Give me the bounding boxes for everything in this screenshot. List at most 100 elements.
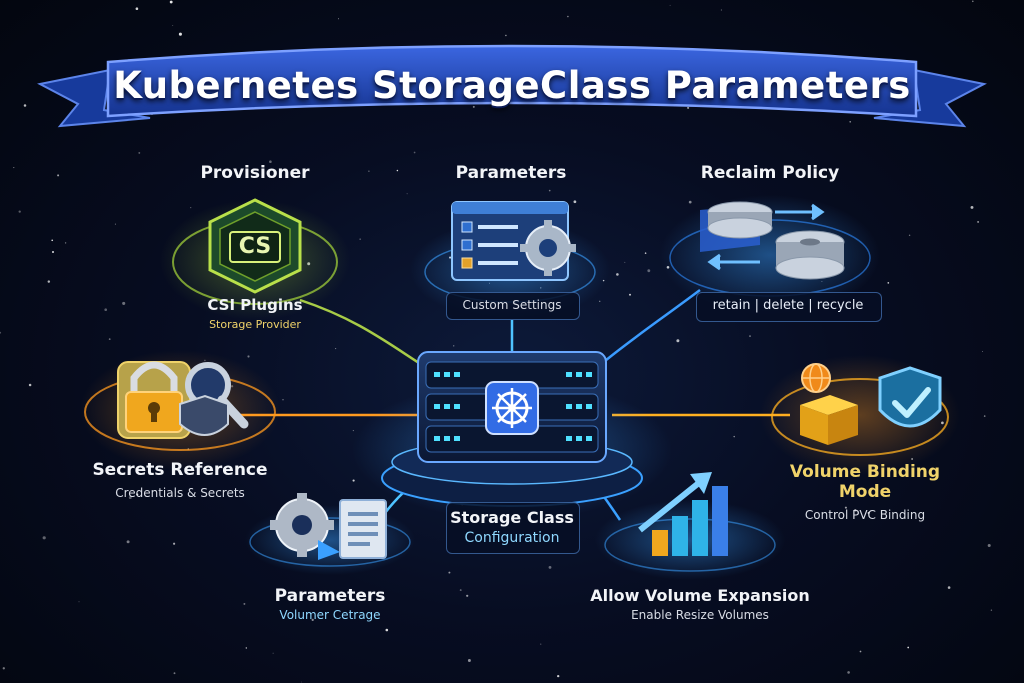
- growth-bar-chart-icon: [638, 472, 728, 556]
- csi-badge-text: CS: [238, 234, 272, 259]
- star: [567, 15, 569, 18]
- volumer-cetrage-label: Volumer Cetrage: [279, 608, 381, 622]
- star: [557, 674, 560, 678]
- star: [18, 210, 21, 213]
- star: [459, 589, 462, 592]
- star: [472, 105, 475, 108]
- parameters-bottom-heading: Parameters: [274, 586, 386, 606]
- shield-icon: [179, 394, 229, 436]
- star: [122, 301, 126, 305]
- star: [282, 399, 284, 401]
- star: [616, 273, 619, 276]
- star: [749, 335, 751, 337]
- star: [859, 650, 862, 653]
- star: [548, 189, 551, 192]
- star: [688, 200, 692, 204]
- star: [178, 32, 182, 36]
- secrets-reference-heading: Secrets Reference: [92, 460, 268, 480]
- star: [52, 251, 54, 253]
- star: [854, 509, 857, 512]
- star: [887, 282, 890, 284]
- star: [335, 348, 337, 350]
- star: [720, 9, 722, 11]
- reclaim-options-panel: [696, 292, 882, 322]
- star: [42, 536, 46, 540]
- star: [947, 586, 951, 589]
- expansion-glow: [595, 500, 785, 580]
- star: [990, 609, 993, 611]
- volume-binding-heading-line1: Volume Binding: [789, 462, 941, 482]
- star: [599, 300, 601, 302]
- star: [368, 170, 370, 172]
- star: [57, 174, 60, 177]
- star: [624, 261, 626, 263]
- star: [907, 646, 910, 649]
- star: [28, 383, 32, 387]
- storage-class-label: Storage Class: [450, 508, 574, 527]
- storage-class-panel: [446, 502, 580, 554]
- star: [173, 542, 176, 545]
- star: [908, 234, 911, 236]
- star: [135, 7, 139, 10]
- star: [78, 601, 80, 603]
- provisioner-heading: Provisioner: [200, 163, 310, 183]
- title-banner: [37, 44, 987, 128]
- star: [982, 350, 983, 352]
- star: [169, 0, 173, 4]
- star: [352, 479, 355, 482]
- star: [847, 671, 850, 674]
- parameters-top-heading: Parameters: [455, 163, 567, 183]
- star: [269, 160, 272, 163]
- shield-check-icon: [878, 366, 942, 428]
- star: [644, 252, 647, 254]
- disk-stack-icon: [700, 201, 845, 280]
- star: [64, 242, 67, 244]
- star: [406, 193, 408, 195]
- custom-settings-panel: [446, 292, 580, 320]
- star: [983, 415, 986, 417]
- star: [126, 540, 130, 544]
- star: [573, 200, 577, 204]
- page-title: Kubernetes StorageClass Parameters: [113, 64, 911, 107]
- star: [243, 602, 246, 605]
- star: [259, 323, 261, 325]
- star: [647, 269, 651, 273]
- star: [466, 594, 469, 597]
- star: [669, 4, 671, 6]
- star: [453, 345, 455, 347]
- allow-volume-expansion-heading: Allow Volume Expansion: [590, 586, 810, 605]
- reclaim-policy-heading: Reclaim Policy: [700, 163, 840, 183]
- star: [972, 0, 974, 3]
- params-bottom-ring: [249, 517, 411, 567]
- star: [138, 151, 141, 154]
- csi-badge-icon: [208, 198, 302, 294]
- star: [987, 543, 991, 548]
- star: [136, 493, 139, 496]
- reclaim-options-label: retain | delete | recycle: [712, 298, 864, 313]
- control-pvc-binding-label: Control PVC Binding: [804, 508, 926, 522]
- star: [190, 207, 192, 209]
- star: [172, 25, 174, 26]
- globe-icon: [801, 363, 831, 393]
- star: [272, 652, 274, 654]
- star: [128, 496, 132, 500]
- star: [849, 120, 852, 123]
- expansion-ring: [604, 518, 776, 572]
- custom-settings-label: Custom Settings: [462, 298, 562, 312]
- star: [413, 151, 416, 154]
- star: [352, 430, 354, 432]
- star: [108, 338, 111, 340]
- gear-icon: [520, 220, 576, 276]
- star: [311, 618, 314, 622]
- star: [467, 659, 471, 662]
- csi-plugins-label: CSI Plugins: [207, 296, 303, 314]
- star: [495, 170, 498, 173]
- cycle-arrows-icon: [707, 203, 825, 271]
- star: [173, 672, 176, 675]
- enable-resize-volumes-label: Enable Resize Volumes: [631, 608, 769, 622]
- star: [548, 565, 552, 569]
- star: [23, 104, 27, 107]
- star: [247, 355, 250, 358]
- star: [844, 506, 847, 509]
